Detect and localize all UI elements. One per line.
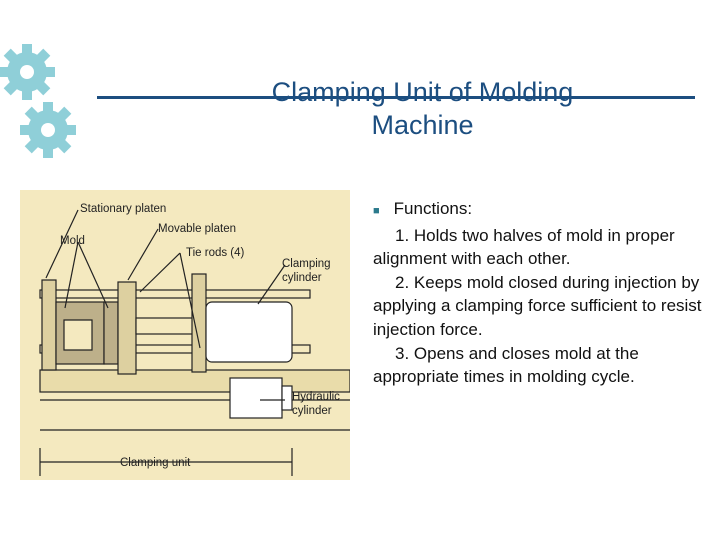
- functions-heading: Functions:: [393, 199, 473, 218]
- gear-icon: [20, 102, 76, 158]
- slide-title: Clamping Unit of Molding Machine: [150, 76, 695, 142]
- diagram-drawing: Stationary platen Movable platen Mold Ti…: [39, 203, 350, 476]
- bullet-icon: ■: [373, 205, 380, 217]
- label-clamping-cylinder-1: Clamping: [282, 258, 331, 270]
- gears-decoration: [0, 44, 76, 158]
- function-item-1: 1. Holds two halves of mold in proper al…: [373, 225, 675, 269]
- title-line-1: Clamping Unit of Molding: [271, 77, 574, 107]
- label-clamping-cylinder-2: cylinder: [282, 272, 322, 284]
- gear-icon: [0, 44, 55, 100]
- label-movable-platen: Movable platen: [158, 223, 236, 235]
- label-tie-rods: Tie rods (4): [186, 247, 245, 259]
- functions-heading-row: ■ Functions:: [373, 197, 703, 224]
- label-hydraulic-cylinder-2: cylinder: [292, 405, 332, 417]
- label-clamping-unit: Clamping unit: [120, 457, 191, 469]
- function-item-3: 3. Opens and closes mold at the appropri…: [373, 343, 639, 387]
- title-line-2: Machine: [371, 110, 474, 140]
- title-underline: [97, 96, 695, 99]
- functions-list: ■ Functions: 1. Holds two halves of mold…: [373, 197, 703, 389]
- label-stationary-platen: Stationary platen: [80, 203, 166, 215]
- function-item-2: 2. Keeps mold closed during injection by…: [373, 272, 702, 339]
- label-hydraulic-cylinder-1: Hydraulic: [292, 391, 340, 403]
- clamping-unit-diagram: Stationary platen Movable platen Mold Ti…: [20, 190, 350, 480]
- label-mold: Mold: [60, 235, 85, 247]
